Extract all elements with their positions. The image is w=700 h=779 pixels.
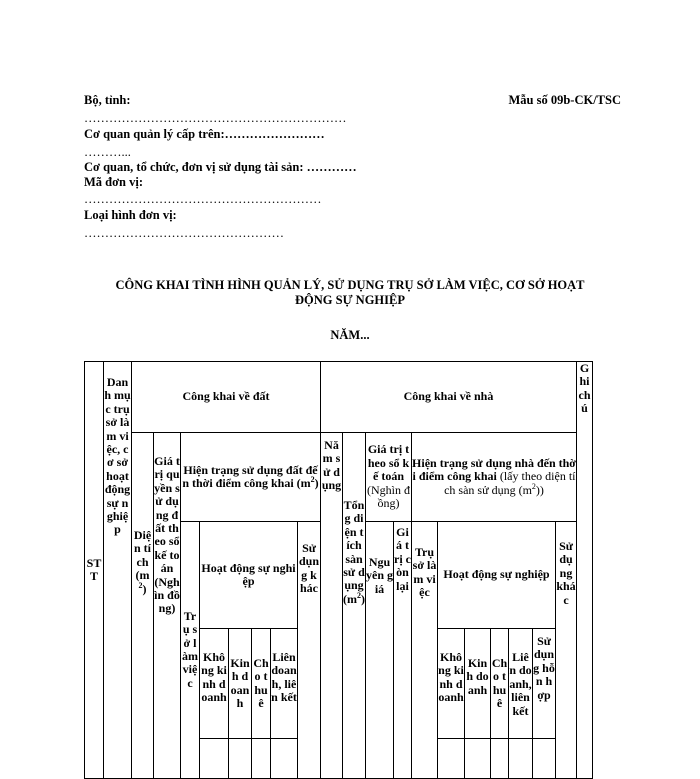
unit-type-label: Loại hình đơn vị: <box>84 208 177 222</box>
superior-agency-dots: ………... <box>84 145 131 159</box>
remaining-value-header: Giá trị còn lại <box>393 521 412 779</box>
land-area-header: Diện tích (m2) <box>131 432 154 779</box>
land-use-right-value-header: Giá trị quyền sử dụng đất theo sổ kế toá… <box>153 432 181 779</box>
total-floor-area-header: Tổng diện tích sàn sử dụng (m2) <box>342 432 366 779</box>
form-number: Mẫu số 09b-CK/TSC <box>508 93 621 107</box>
house-business-header: Kinh doanh <box>464 628 491 739</box>
document-title-line2: ĐỘNG SỰ NGHIỆP <box>295 293 405 307</box>
facility-list-header: Danh mục trụ sở làm việc, cơ sở hoạt độn… <box>103 361 132 779</box>
house-non-business-header: Không kinh doanh <box>437 628 465 739</box>
land-area-sup: 2 <box>138 580 143 590</box>
notes-header: Ghi chú <box>576 361 593 779</box>
house-status-close: )) <box>535 482 544 497</box>
land-area-label: Diện tích (m <box>133 528 152 583</box>
total-floor-area-sup: 2 <box>357 590 361 600</box>
unit-type-dots: ………………………………………… <box>84 226 284 240</box>
document-title: CÔNG KHAI TÌNH HÌNH QUẢN LÝ, SỬ DỤNG TRỤ… <box>60 278 640 308</box>
land-business-header: Kinh doanh <box>228 628 252 739</box>
house-lease-header: Cho thuê <box>490 628 509 739</box>
report-year: NĂM... <box>330 328 370 342</box>
total-floor-area-label: Tổng diện tích sàn sử dụng (m <box>343 498 365 606</box>
land-public-service-header: Hoạt động sự nghiệp <box>199 521 298 629</box>
unit-code-label: Mã đơn vị: <box>84 175 144 189</box>
year-of-use-header: Năm sử dụng <box>320 432 343 779</box>
ministry-dots: ……………………………………………………… <box>84 111 347 125</box>
land-joint-venture-header: Liên doanh, liên kết <box>270 628 298 739</box>
superior-agency-label: Cơ quan quản lý cấp trên:…………………… <box>84 127 325 141</box>
unit-code-dots: ………………………………………………… <box>84 192 322 206</box>
house-other-use-header: Sử dụng khác <box>555 521 577 779</box>
stt-header: STT <box>84 361 104 779</box>
house-disclosure-header: Công khai về nhà <box>320 361 577 433</box>
house-status-sup: 2 <box>531 481 536 491</box>
ministry-label: Bộ, tỉnh: <box>84 93 131 107</box>
house-mixed-use-header: Sử dụng hỗn hợp <box>532 628 556 739</box>
house-public-service-header: Hoạt động sự nghiệp <box>437 521 556 629</box>
land-other-use-header: Sử dụng khác <box>297 521 321 779</box>
house-status-label: Hiện trạng sử dụng nhà đến thời điểm côn… <box>412 455 576 484</box>
house-status-sub: (lấy theo diện tích sàn sử dụng (m <box>444 469 576 497</box>
land-lease-header: Cho thuê <box>251 628 271 739</box>
total-floor-area-close: ) <box>361 591 365 606</box>
land-status-close: ) <box>314 476 319 490</box>
house-office-header: Trụ sở làm việc <box>411 521 438 779</box>
land-status-sup: 2 <box>310 475 315 484</box>
house-joint-venture-header: Liên doanh, liên kết <box>508 628 533 739</box>
document-title-line1: CÔNG KHAI TÌNH HÌNH QUẢN LÝ, SỬ DỤNG TRỤ… <box>115 278 585 292</box>
using-unit-label: Cơ quan, tổ chức, đơn vị sử dụng tài sản… <box>84 160 357 174</box>
book-value-label: Giá trị theo sổ kế toán <box>367 442 410 484</box>
property-disclosure-table: STT Danh mục trụ sở làm việc, cơ sở hoạt… <box>84 361 593 779</box>
land-area-close: ) <box>142 581 147 596</box>
original-cost-header: Nguyên giá <box>365 521 394 779</box>
book-value-header: Giá trị theo sổ kế toán (Nghìn đồng) <box>365 432 412 522</box>
land-disclosure-header: Công khai về đất <box>131 361 321 433</box>
land-office-header: Trụ sở làm việc <box>180 521 200 779</box>
land-status-header: Hiện trạng sử dụng đất đến thời điểm côn… <box>180 432 321 522</box>
land-status-label: Hiện trạng sử dụng đất đến thời điểm côn… <box>182 462 318 490</box>
house-status-header: Hiện trạng sử dụng nhà đến thời điểm côn… <box>411 432 577 522</box>
book-value-unit: (Nghìn đồng) <box>367 482 410 511</box>
land-non-business-header: Không kinh doanh <box>199 628 229 739</box>
